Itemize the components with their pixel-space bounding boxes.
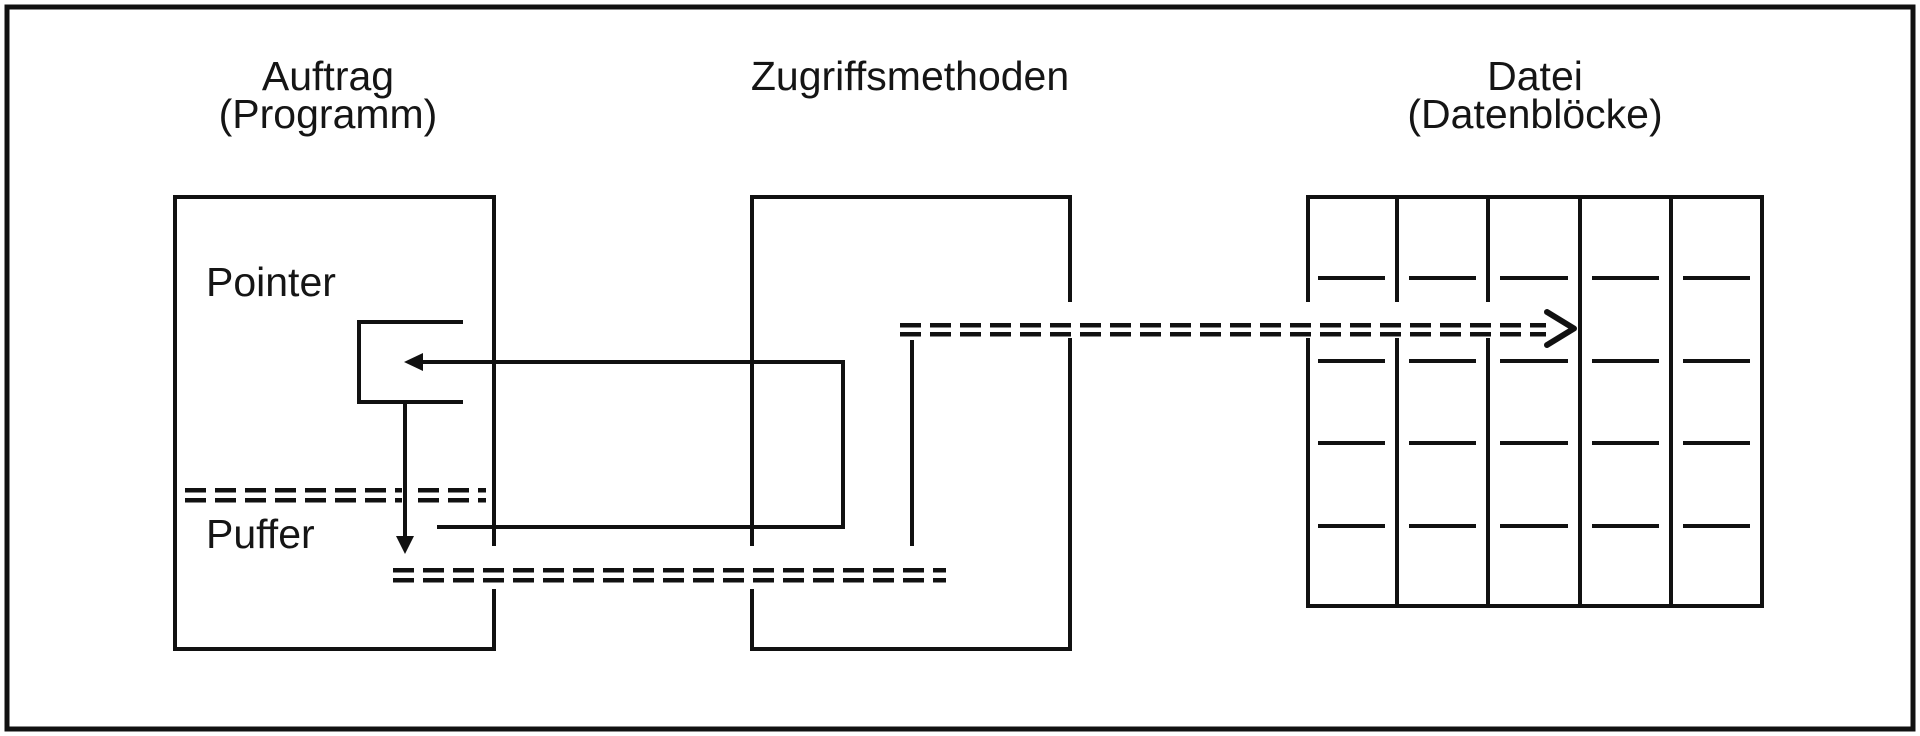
puffer-label: Puffer: [206, 511, 315, 557]
header-datei-line1: Datei: [1487, 53, 1583, 99]
header-datei-line2: (Datenblöcke): [1407, 91, 1663, 137]
header-auftrag-line1: Auftrag: [261, 53, 395, 99]
dashed-line-puffer-to-methods: [393, 567, 946, 583]
pointer-label: Pointer: [206, 259, 336, 305]
header-auftrag: Auftrag (Programm): [178, 53, 478, 137]
datei-grid: [1318, 197, 1750, 606]
outer-border: [4, 4, 1916, 732]
auftrag-box: [173, 195, 496, 651]
pointer-cell: [357, 320, 463, 404]
datei-box: [1306, 195, 1764, 608]
methods-to-pointer-path: [421, 360, 845, 529]
header-datei: Datei (Datenblöcke): [1385, 53, 1685, 137]
dashed-arrow-methods-to-datei: [900, 322, 1546, 337]
dashed-line-pointer-section: [185, 487, 486, 503]
header-auftrag-line2: (Programm): [218, 91, 438, 137]
chevron-arrowhead-into-datei: [1544, 309, 1577, 348]
zugriffsmethoden-box: [750, 195, 1072, 651]
down-arrowhead-to-puffer: [396, 536, 414, 554]
header-zugriffsmethoden: Zugriffsmethoden: [750, 53, 1070, 99]
left-arrowhead-into-pointer: [404, 353, 423, 371]
